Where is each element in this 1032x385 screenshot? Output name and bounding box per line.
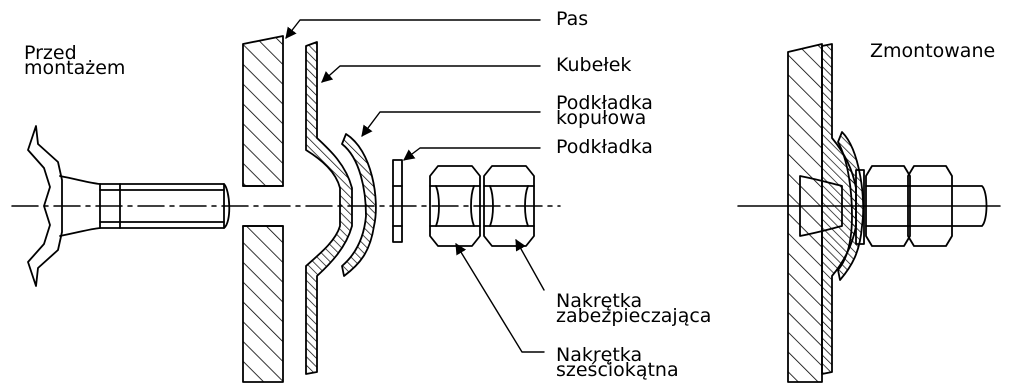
- bucket-assembled: [821, 43, 857, 375]
- before-assembly-label: Przed montażem: [24, 42, 126, 79]
- washer-label: Podkładka: [556, 136, 653, 158]
- washer: [392, 159, 403, 243]
- leader-bucket: [321, 65, 541, 83]
- belt-label: Pas: [556, 8, 589, 30]
- leader-washer: [403, 147, 541, 161]
- leader-belt: [285, 19, 541, 39]
- lock-nut-label: Nakrętka zabezpieczająca: [556, 290, 712, 327]
- bolt-assembled: [799, 165, 988, 247]
- leader-lock-nut: [515, 239, 545, 291]
- dome-washer-label: Podkładka kopułowa: [556, 92, 653, 129]
- dome-washer: [341, 133, 377, 277]
- after-assembly-label: Zmontowane: [870, 40, 996, 62]
- bucket: [305, 41, 353, 375]
- belt-assembled: [787, 43, 823, 383]
- bucket-label: Kubełek: [556, 54, 632, 76]
- belt: [242, 35, 284, 383]
- bolt: [27, 125, 231, 287]
- lock-nut: [483, 165, 535, 247]
- hex-nut: [429, 165, 481, 247]
- hex-nut-label: Nakrętka sześciokątna: [556, 344, 679, 381]
- leader-hex-nut: [455, 243, 545, 353]
- leader-dome-washer: [361, 111, 541, 137]
